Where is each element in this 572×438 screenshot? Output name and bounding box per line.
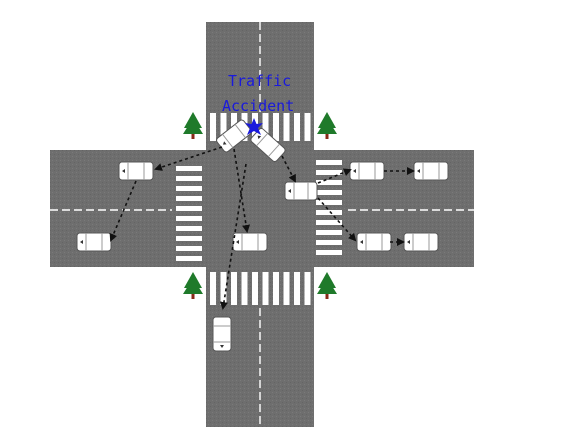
car-icon (76, 232, 112, 252)
crosswalk-stripe (283, 113, 290, 141)
crosswalk-stripe (176, 196, 202, 201)
crosswalk-stripe (316, 220, 342, 225)
car-icon (250, 128, 286, 162)
crosswalk-stripe (304, 113, 311, 141)
car-icon (216, 119, 252, 153)
car-icon (232, 232, 268, 252)
crosswalk-stripe (176, 256, 202, 261)
tree-icon (317, 272, 337, 299)
tree-icon (183, 112, 203, 139)
crosswalk-stripe (316, 170, 342, 175)
crosswalk-stripe (316, 250, 342, 255)
crosswalk-stripe (294, 113, 300, 141)
crosswalk-stripe (176, 226, 202, 231)
crosswalk-stripe (231, 272, 237, 305)
crosswalk-stripe (316, 180, 342, 185)
crosswalk-stripe (262, 272, 269, 305)
crosswalk-stripe (316, 230, 342, 235)
car-icon (118, 161, 154, 181)
crosswalk-stripe (283, 272, 290, 305)
crosswalk-stripe (176, 166, 202, 171)
crosswalk-stripe (176, 246, 202, 251)
crosswalk-stripe (241, 272, 248, 305)
crosswalk-stripe (176, 236, 202, 241)
crosswalk-stripe (316, 190, 342, 195)
crosswalk-stripe (210, 272, 216, 305)
crosswalk-stripe (176, 186, 202, 191)
crosswalk-stripe (176, 176, 202, 181)
accident-label-line2: Accident (222, 97, 295, 115)
crosswalk-stripe (304, 272, 311, 305)
car-icon (356, 232, 392, 252)
movement-arrow (281, 155, 296, 183)
crosswalk-stripe (316, 200, 342, 205)
crosswalk-stripe (273, 113, 279, 141)
cars (76, 119, 449, 352)
car-icon (212, 316, 232, 352)
crosswalk-stripe (252, 272, 258, 305)
crosswalk-stripe (316, 240, 342, 245)
tree-icon (183, 272, 203, 299)
crosswalk-stripe (176, 216, 202, 221)
crosswalk-south (210, 272, 311, 305)
crosswalk-stripe (210, 113, 216, 141)
movement-arrow (233, 148, 251, 233)
movement-arrows (109, 146, 415, 310)
lane-lines (50, 22, 474, 427)
crosswalk-stripe (316, 210, 342, 215)
movement-arrow (219, 163, 247, 310)
crosswalk-west (176, 166, 202, 261)
car-icon (403, 232, 439, 252)
accident-label-line1: Traffic (228, 72, 292, 90)
crosswalk-stripe (294, 272, 300, 305)
crosswalk-stripe (262, 113, 269, 141)
crosswalk-stripe (316, 160, 342, 165)
car-icon (349, 161, 385, 181)
tree-icon (317, 112, 337, 139)
crosswalk-stripe (273, 272, 279, 305)
crosswalk-stripe (220, 272, 227, 305)
crosswalk-stripe (176, 206, 202, 211)
crosswalk-stripe (220, 113, 227, 141)
car-icon (413, 161, 449, 181)
crash-star-icon (245, 118, 263, 135)
movement-arrow (109, 180, 137, 242)
car-icon (284, 181, 318, 201)
crosswalk-east (316, 160, 342, 255)
